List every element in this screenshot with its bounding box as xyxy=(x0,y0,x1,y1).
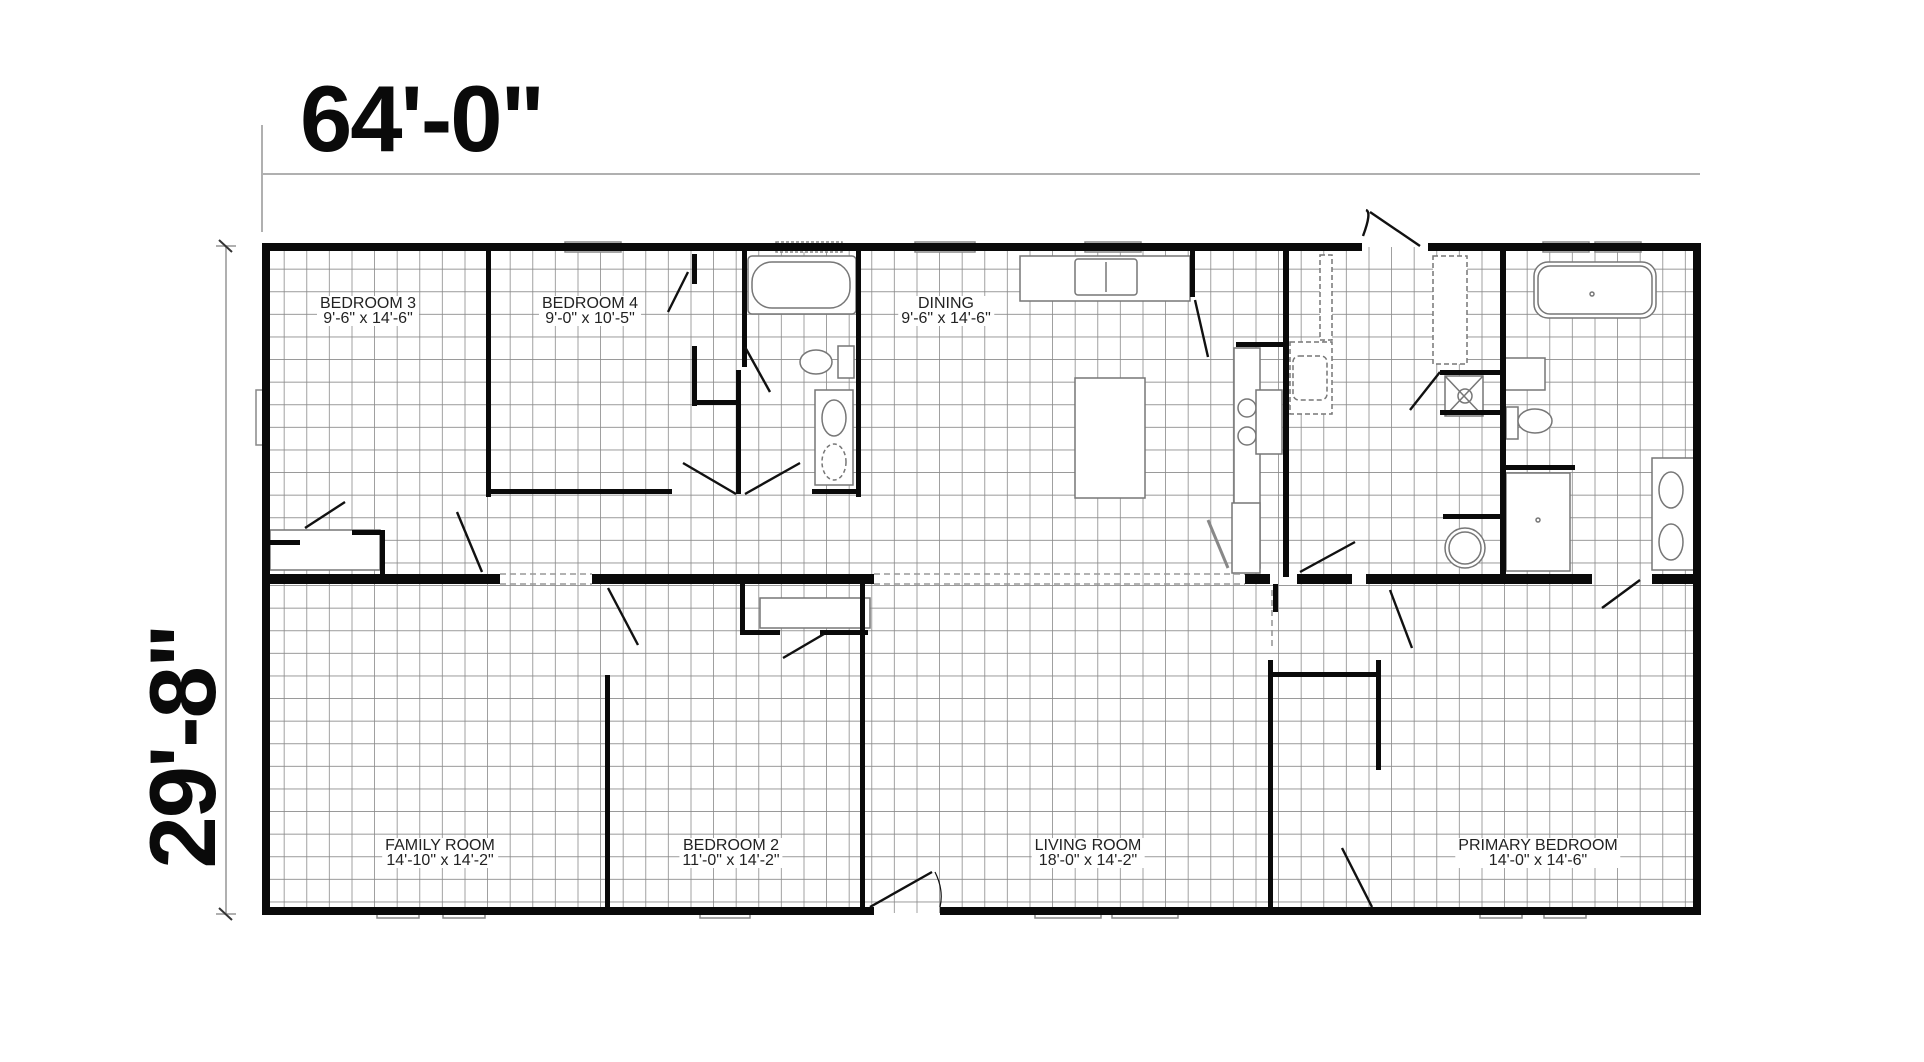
fixtures xyxy=(269,254,1695,629)
sink-icon xyxy=(821,399,847,437)
room-size: 14'-10" x 14'-2" xyxy=(386,852,494,869)
width-dimension-label: 64'-0" xyxy=(300,66,545,171)
depth-dimension-label: 29'-8" xyxy=(130,625,235,869)
refrigerator xyxy=(1231,502,1261,574)
room-label-living-room: LIVING ROOM 18'-0" x 14'-2" xyxy=(1031,837,1145,869)
room-size: 11'-0" x 14'-2" xyxy=(682,852,780,869)
room-name: DINING xyxy=(917,295,974,312)
room-name: BEDROOM 4 xyxy=(541,295,639,312)
room-label-primary-bedroom: PRIMARY BEDROOM 14'-0" x 14'-6" xyxy=(1455,837,1621,869)
room-label-bedroom-4: BEDROOM 4 9'-0" x 10'-5" xyxy=(538,295,642,327)
burner-icon xyxy=(1237,398,1257,418)
walls xyxy=(262,243,1701,915)
room-size: 9'-6" x 14'-6" xyxy=(901,310,991,327)
toilet-icon xyxy=(837,345,855,379)
room-label-bedroom-2: BEDROOM 2 11'-0" x 14'-2" xyxy=(679,837,783,869)
room-size: 9'-6" x 14'-6" xyxy=(323,310,413,327)
room-name: PRIMARY BEDROOM xyxy=(1458,837,1618,854)
kitchen-island xyxy=(1074,377,1146,499)
room-label-family-room: FAMILY ROOM 14'-10" x 14'-2" xyxy=(382,837,498,869)
room-size: 9'-0" x 10'-5" xyxy=(545,310,635,327)
room-name: BEDROOM 3 xyxy=(319,295,417,312)
doors xyxy=(304,208,1641,909)
room-name: BEDROOM 2 xyxy=(682,837,779,854)
room-size: 14'-0" x 14'-6" xyxy=(1488,852,1588,869)
room-label-bedroom-3: BEDROOM 3 9'-6" x 14'-6" xyxy=(316,295,420,327)
pocket-door xyxy=(1206,519,1230,569)
room-name: LIVING ROOM xyxy=(1034,837,1142,854)
room-label-dining: DINING 9'-6" x 14'-6" xyxy=(898,295,994,327)
room-size: 18'-0" x 14'-2" xyxy=(1038,852,1138,869)
room-name: FAMILY ROOM xyxy=(385,837,495,854)
